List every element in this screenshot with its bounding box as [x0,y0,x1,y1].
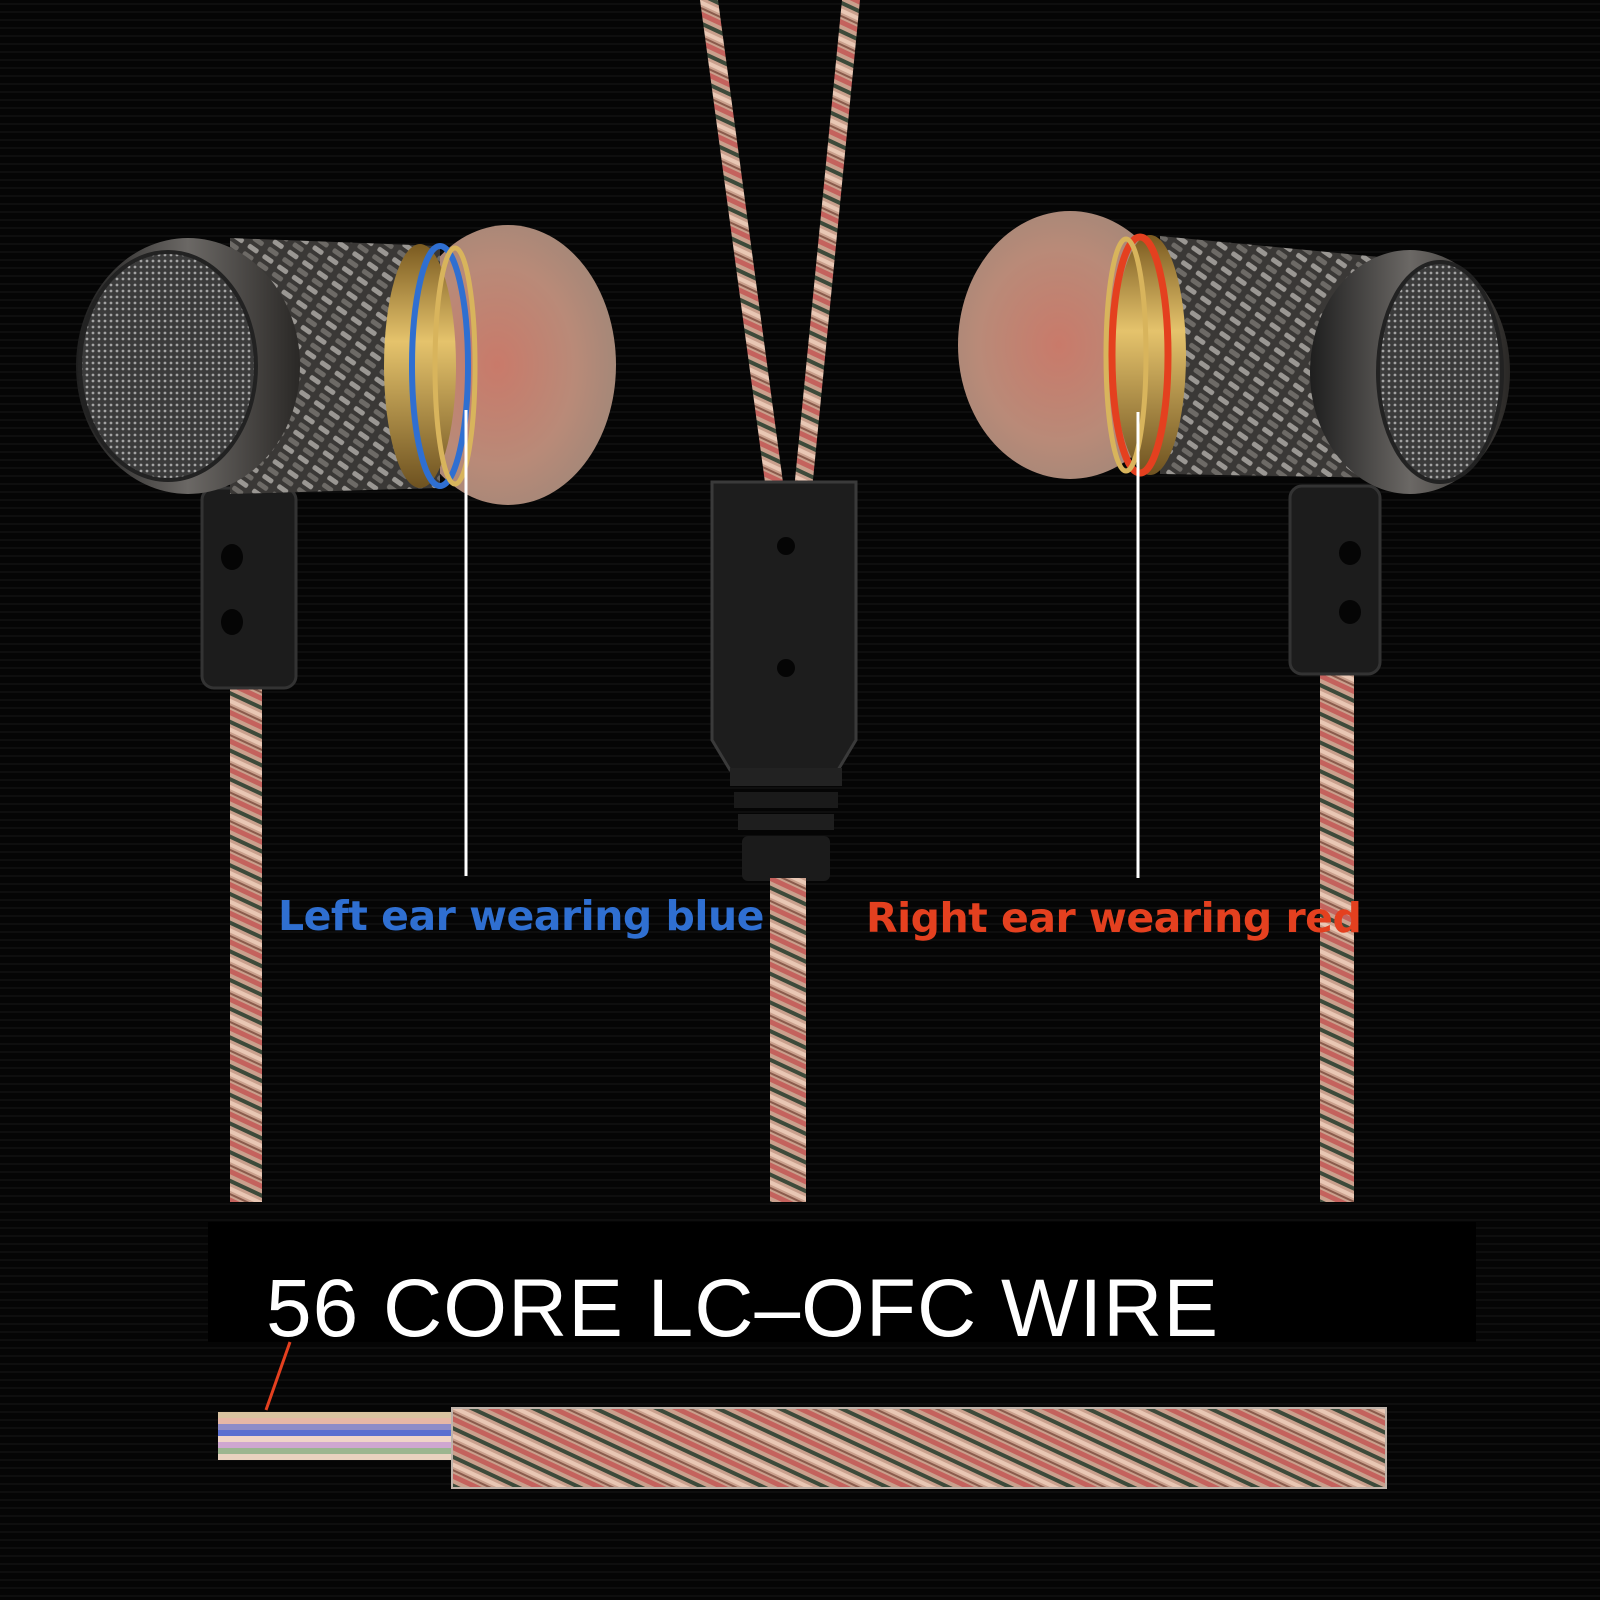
right-mesh-grille [1376,260,1504,484]
right-strain-relief [1288,484,1382,676]
cable-splitter [710,480,858,881]
left-blue-ring [409,243,471,489]
right-earbud [958,211,1510,1202]
upper-cables [700,0,860,490]
wire-banner [208,1222,1476,1342]
left-mesh-grille [78,250,258,482]
wire-callout-line [264,1341,292,1411]
wire-sheath [451,1407,1387,1489]
right-red-ring [1108,233,1172,477]
center-cable [770,878,806,1202]
wire-cross-section [218,1407,1387,1489]
left-ear-tip [400,225,616,505]
right-ear-label: Right ear wearing red [866,894,1362,942]
left-strain-relief [200,486,298,690]
left-cable [230,670,262,1202]
wire-title: 56 CORE LC–OFC WIRE [266,1263,1220,1354]
left-ear-label: Left ear wearing blue [278,892,764,940]
right-cable [1320,670,1354,1202]
left-earbud [76,225,616,1202]
